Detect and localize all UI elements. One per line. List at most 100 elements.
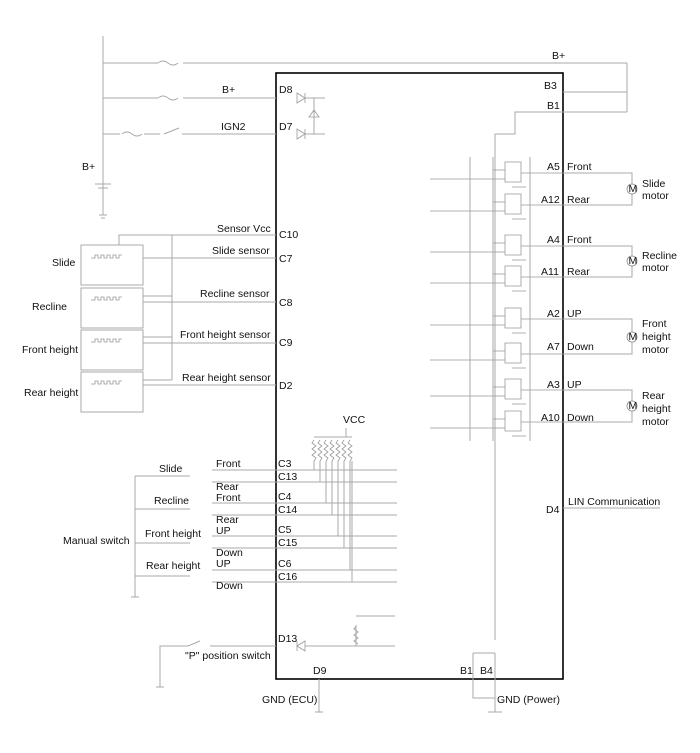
pin-c8: C8 bbox=[279, 297, 293, 309]
pin-a2: A2 bbox=[547, 308, 560, 320]
svg-text:Down: Down bbox=[216, 547, 243, 559]
pin-d7: D7 bbox=[279, 121, 293, 133]
pin-a11: A11 bbox=[541, 266, 559, 278]
pin-d4: D4 bbox=[546, 504, 560, 516]
diode-icon bbox=[296, 92, 306, 104]
rear-height-motor-icon bbox=[626, 400, 638, 412]
front-height-motor-l2: height bbox=[642, 331, 671, 343]
pin-b1-gnd: B1 bbox=[460, 665, 473, 677]
a3-label: UP bbox=[567, 379, 582, 391]
front-height-motor-l3: motor bbox=[642, 344, 669, 356]
relay-icon bbox=[430, 410, 563, 437]
recline-sensor-label: Recline sensor bbox=[200, 288, 270, 300]
pin-c14: C14 bbox=[278, 504, 297, 516]
manual-switch bbox=[131, 428, 397, 598]
pin-a10: A10 bbox=[541, 412, 560, 424]
gnd-ecu-label: GND (ECU) bbox=[262, 694, 317, 706]
sensor-vcc-label: Sensor Vcc bbox=[217, 223, 271, 235]
ground-icon bbox=[99, 214, 107, 219]
recline-motor-l1: Recline bbox=[642, 250, 677, 262]
slide-sensor-label: Slide sensor bbox=[212, 245, 270, 257]
recline-motor-l2: motor bbox=[642, 262, 669, 274]
sw-front-height: Front height bbox=[145, 528, 201, 540]
recline-motor-icon bbox=[626, 255, 638, 267]
slide-motor-l2: motor bbox=[642, 190, 669, 202]
fuse-icon bbox=[121, 131, 143, 137]
slide-motor-l1: Slide bbox=[642, 178, 666, 190]
vcc-label: VCC bbox=[343, 414, 366, 426]
svg-text:Rear: Rear bbox=[216, 481, 239, 493]
sw-slide: Slide bbox=[159, 463, 183, 475]
pin-b3: B3 bbox=[544, 80, 557, 92]
relay-icon bbox=[430, 378, 563, 405]
front-height-sensor-label: Front height sensor bbox=[180, 329, 271, 341]
front-height-motor-l1: Front bbox=[642, 318, 667, 330]
relay-icon bbox=[430, 161, 563, 188]
slide-motor-icon bbox=[626, 183, 638, 195]
pin-c3: C3 bbox=[278, 458, 292, 470]
ecu-box bbox=[275, 72, 564, 680]
pin-a12: A12 bbox=[541, 194, 560, 206]
svg-text:M: M bbox=[629, 255, 638, 267]
motors bbox=[563, 172, 638, 423]
relay-icon bbox=[430, 342, 563, 369]
pin-a7: A7 bbox=[547, 341, 560, 353]
diode-icon bbox=[296, 128, 306, 140]
relay-bank bbox=[430, 111, 563, 640]
rear-height-motor-l1: Rear bbox=[642, 390, 665, 402]
svg-text:Front: Front bbox=[216, 492, 241, 504]
pin-c15: C15 bbox=[278, 537, 297, 549]
a10-label: Down bbox=[567, 412, 594, 424]
front-height-motor-icon bbox=[626, 331, 638, 343]
fuse-icon bbox=[157, 95, 179, 101]
sensor-recline: Recline bbox=[32, 301, 67, 313]
a2-label: UP bbox=[567, 308, 582, 320]
rear-height-motor-l3: motor bbox=[642, 416, 669, 428]
a7-label: Down bbox=[567, 341, 594, 353]
pin-c5: C5 bbox=[278, 524, 292, 536]
pin-d2: D2 bbox=[279, 380, 293, 392]
pin-d9: D9 bbox=[313, 665, 327, 677]
b-plus-top-label: B+ bbox=[552, 50, 565, 62]
pin-c9: C9 bbox=[279, 337, 293, 349]
relay-icon bbox=[430, 265, 563, 292]
sensor-rear-height: Rear height bbox=[24, 387, 78, 399]
p-switch-label: "P" position switch bbox=[185, 650, 271, 662]
sw-rear-height: Rear height bbox=[146, 560, 200, 572]
ign-switch-icon bbox=[163, 127, 180, 135]
pin-c4: C4 bbox=[278, 491, 292, 503]
lin-label: LIN Communication bbox=[568, 496, 660, 508]
pin-c16: C16 bbox=[278, 571, 297, 583]
a12-label: Rear bbox=[567, 194, 590, 206]
a11-label: Rear bbox=[567, 266, 590, 278]
pin-b1: B1 bbox=[547, 100, 560, 112]
pin-a4: A4 bbox=[547, 234, 560, 246]
sensor-slide: Slide bbox=[52, 257, 76, 269]
pin-d8: D8 bbox=[279, 84, 293, 96]
pin-c13: C13 bbox=[278, 471, 297, 483]
fuse-icon bbox=[157, 60, 179, 66]
pin-d13: D13 bbox=[278, 633, 297, 645]
svg-text:M: M bbox=[629, 183, 638, 195]
svg-text:Down: Down bbox=[216, 580, 243, 592]
svg-text:Front: Front bbox=[216, 458, 241, 470]
a5-label: Front bbox=[567, 161, 592, 173]
sensor-front-height: Front height bbox=[22, 344, 78, 356]
b-plus-label: B+ bbox=[222, 84, 235, 96]
sensors bbox=[80, 234, 276, 413]
battery-label: B+ bbox=[82, 161, 95, 173]
pin-a5: A5 bbox=[547, 161, 560, 173]
svg-text:UP: UP bbox=[216, 558, 231, 570]
relay-icon bbox=[430, 234, 563, 261]
rear-height-motor-l2: height bbox=[642, 403, 671, 415]
pin-c7: C7 bbox=[279, 253, 293, 265]
pin-c10: C10 bbox=[279, 229, 298, 241]
svg-text:UP: UP bbox=[216, 525, 231, 537]
sw-recline: Recline bbox=[154, 495, 189, 507]
svg-text:M: M bbox=[629, 331, 638, 343]
manual-switch-label: Manual switch bbox=[63, 535, 130, 547]
pin-b4-gnd: B4 bbox=[480, 665, 493, 677]
pin-c6: C6 bbox=[278, 558, 292, 570]
gnd-power-label: GND (Power) bbox=[497, 694, 560, 706]
